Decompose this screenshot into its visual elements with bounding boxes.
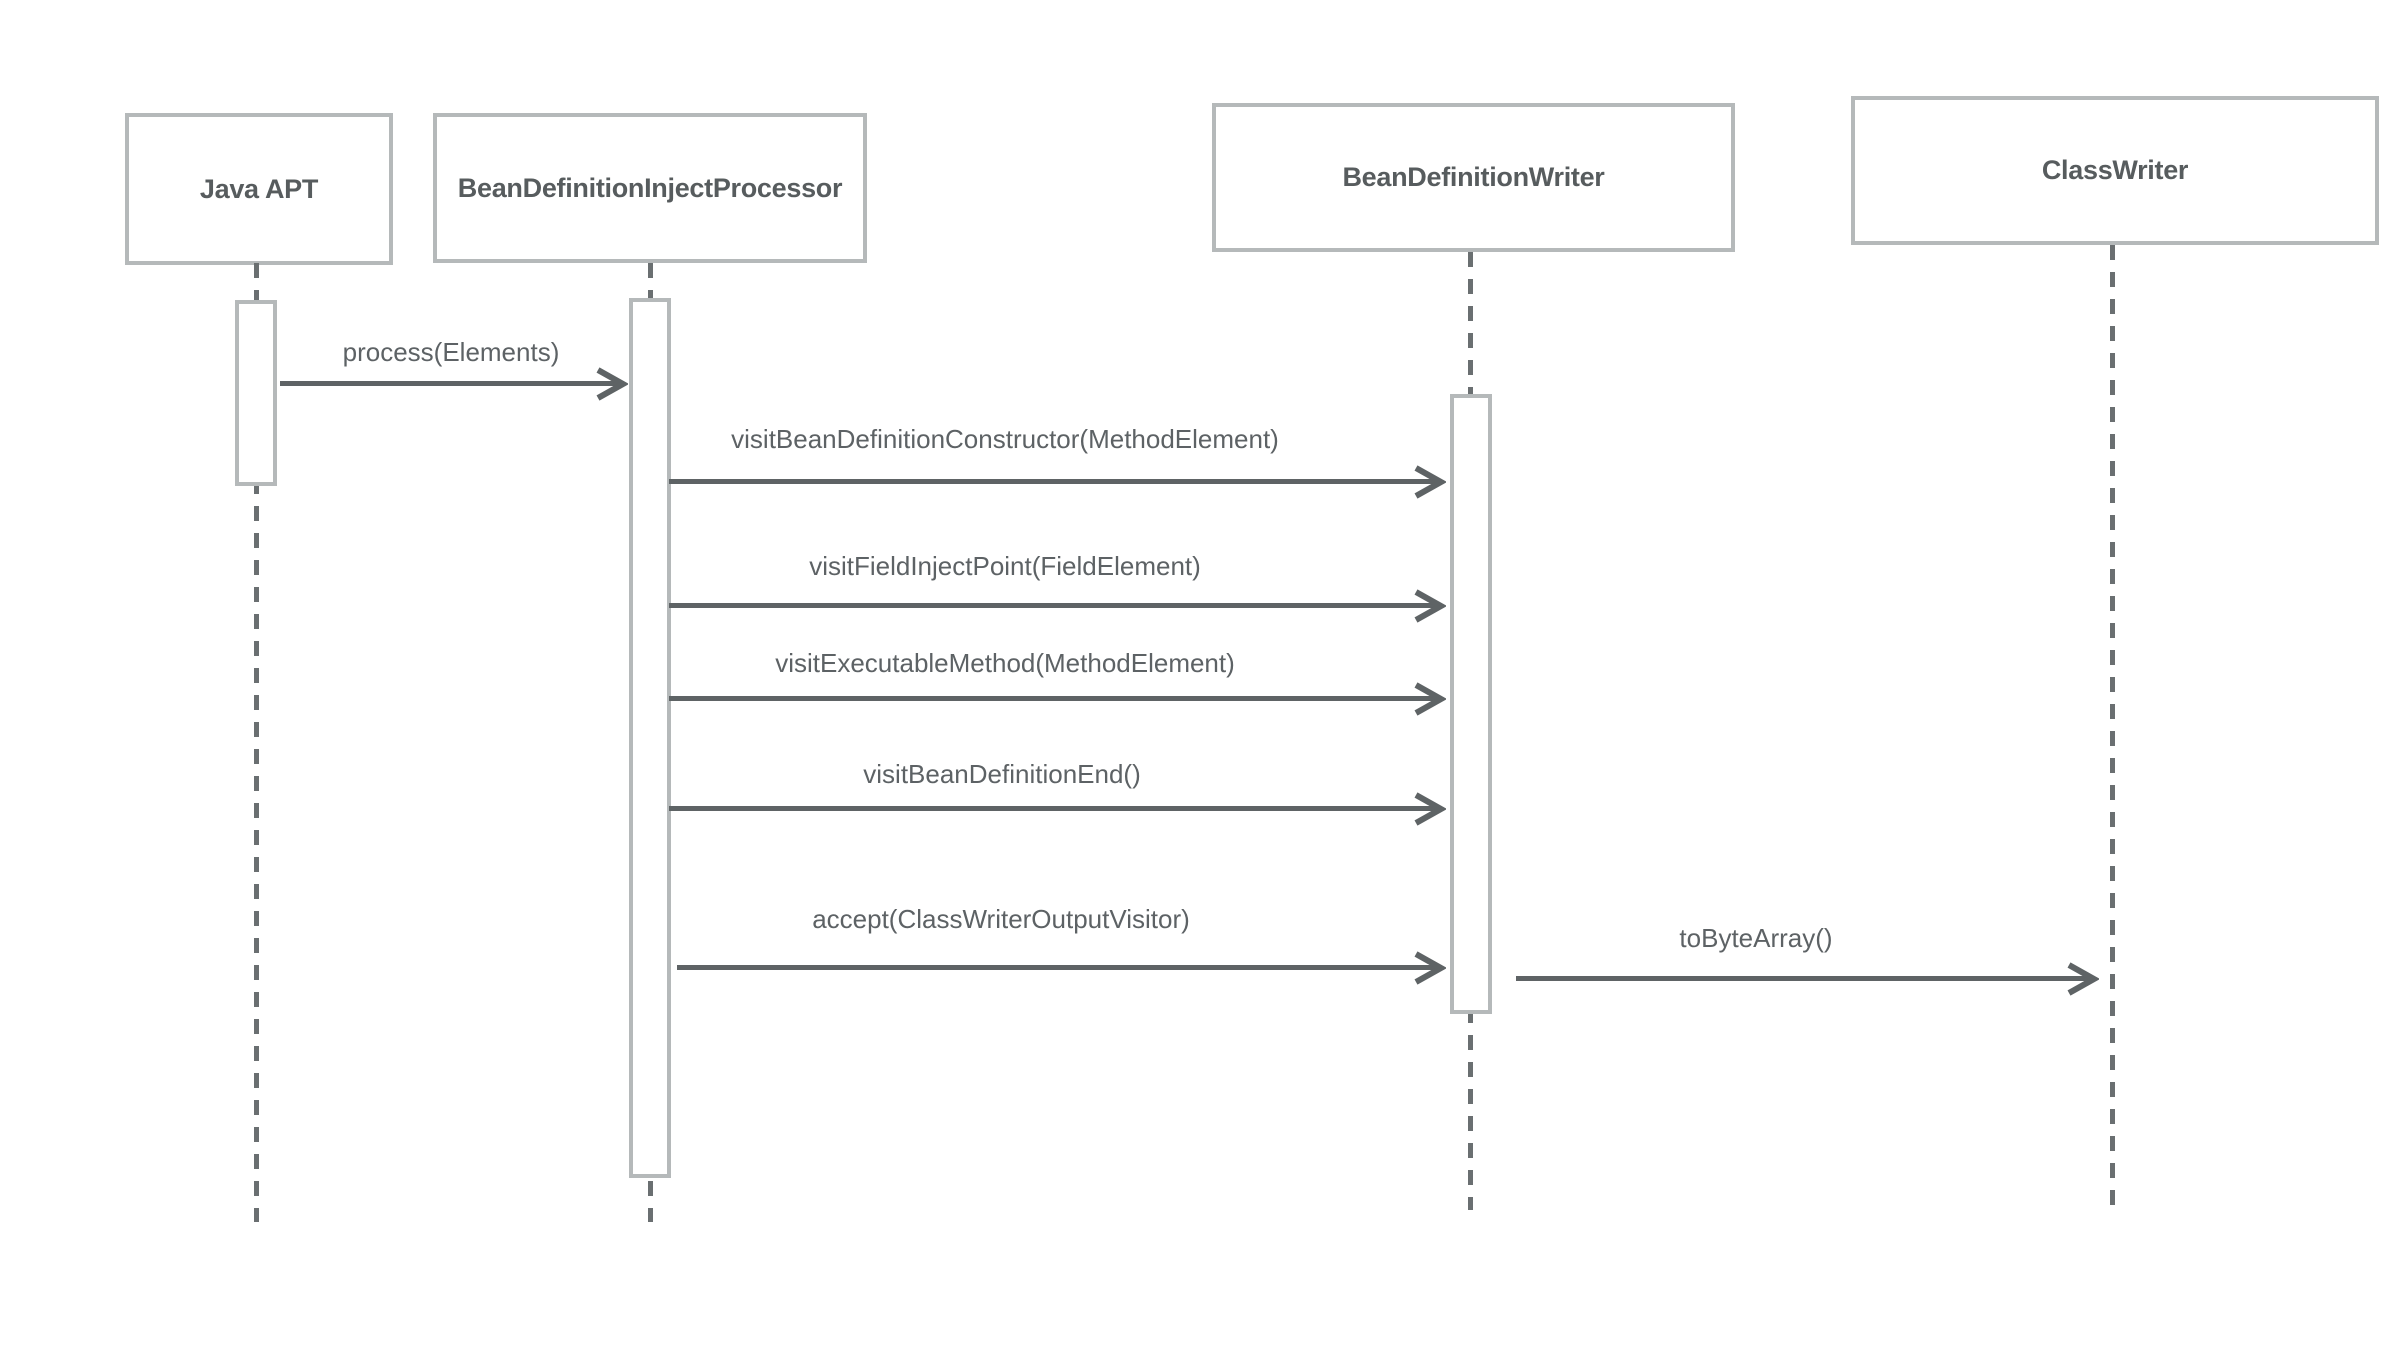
arrowhead-icon (1414, 464, 1446, 499)
message-arrow-to-byte-array (1516, 961, 2099, 996)
message-arrow-visit-bean-definition-constructor (669, 464, 1446, 499)
participant-label-class-writer: ClassWriter (2041, 155, 2189, 185)
arrowhead-icon (2067, 961, 2099, 996)
participant-box-bean-definition-writer: BeanDefinitionWriter (1212, 103, 1735, 252)
message-arrow-visit-bean-definition-end (669, 791, 1446, 826)
activation-java-apt (235, 300, 277, 486)
participant-label-bean-definition-inject-processor: BeanDefinitionInjectProcessor (457, 172, 843, 203)
message-arrow-accept (677, 950, 1446, 985)
message-label-process-elements: process(Elements) (342, 337, 560, 367)
message-label-visit-field-inject-point: visitFieldInjectPoint(FieldElement) (809, 551, 1201, 581)
participant-box-class-writer: ClassWriter (1851, 96, 2379, 245)
activation-bean-definition-inject-processor (629, 298, 671, 1178)
participant-box-bean-definition-inject-processor: BeanDefinitionInjectProcessor (433, 113, 867, 263)
participant-box-java-apt: Java APT (125, 113, 393, 265)
lifeline-java-apt (254, 263, 259, 1222)
arrowhead-icon (1414, 681, 1446, 716)
participant-label-bean-definition-writer: BeanDefinitionWriter (1342, 162, 1605, 192)
message-label-visit-executable-method: visitExecutableMethod(MethodElement) (775, 648, 1235, 678)
message-label-to-byte-array: toByteArray() (1679, 923, 1833, 953)
arrowhead-icon (1414, 950, 1446, 985)
message-arrow-visit-field-inject-point (669, 588, 1446, 623)
message-label-visit-bean-definition-end: visitBeanDefinitionEnd() (863, 759, 1141, 789)
message-arrow-process-elements (280, 366, 628, 401)
participant-label-java-apt: Java APT (199, 173, 319, 204)
lifeline-class-writer (2110, 245, 2115, 1205)
message-label-visit-bean-definition-constructor: visitBeanDefinitionConstructor(MethodEle… (731, 424, 1279, 454)
arrowhead-icon (596, 366, 628, 401)
message-label-accept: accept(ClassWriterOutputVisitor) (812, 904, 1190, 934)
arrowhead-icon (1414, 791, 1446, 826)
activation-bean-definition-writer (1450, 394, 1492, 1014)
message-arrow-visit-executable-method (669, 681, 1446, 716)
arrowhead-icon (1414, 588, 1446, 623)
